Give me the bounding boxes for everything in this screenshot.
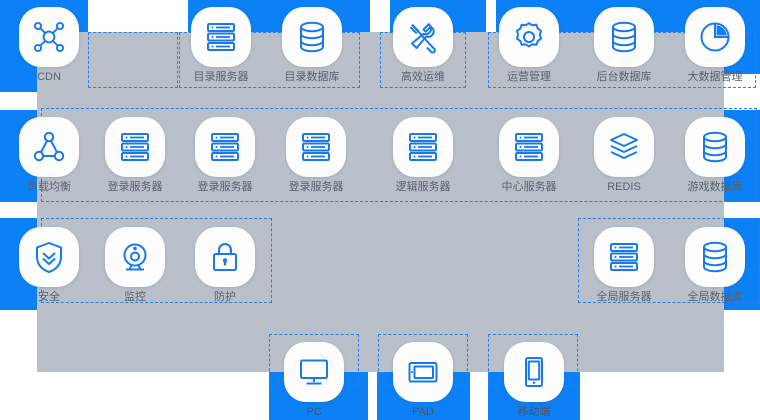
camera-monitor-icon bbox=[105, 227, 165, 287]
node-label: 安全 bbox=[38, 291, 60, 303]
server-rack-icon bbox=[286, 117, 346, 177]
node-client-pad[interactable]: PAD bbox=[388, 342, 458, 419]
desktop-monitor-icon bbox=[284, 342, 344, 402]
node-logic-server[interactable]: 逻辑服务器 bbox=[388, 117, 458, 194]
node-label: 登录服务器 bbox=[197, 181, 253, 193]
node-label: 运营管理 bbox=[507, 71, 551, 83]
node-redis[interactable]: REDIS bbox=[589, 117, 659, 194]
node-label: 目录服务器 bbox=[193, 71, 249, 83]
node-directory-server[interactable]: 目录服务器 bbox=[186, 7, 256, 84]
smartphone-icon bbox=[504, 342, 564, 402]
node-global-server[interactable]: 全局服务器 bbox=[589, 227, 659, 304]
server-rack-icon bbox=[393, 117, 453, 177]
node-client-mobile[interactable]: 移动端 bbox=[499, 342, 569, 419]
node-label: 后台数据库 bbox=[596, 71, 652, 83]
node-label: REDIS bbox=[607, 181, 641, 193]
tools-wrench-screwdriver-icon bbox=[393, 7, 453, 67]
node-monitoring[interactable]: 监控 bbox=[100, 227, 170, 304]
node-directory-database[interactable]: 目录数据库 bbox=[277, 7, 347, 84]
node-login-server-2[interactable]: 登录服务器 bbox=[190, 117, 260, 194]
node-global-database[interactable]: 全局数据库 bbox=[680, 227, 750, 304]
node-center-server[interactable]: 中心服务器 bbox=[494, 117, 564, 194]
pie-chart-icon bbox=[685, 7, 745, 67]
tablet-landscape-icon bbox=[393, 342, 453, 402]
database-icon bbox=[282, 7, 342, 67]
group-box-directory bbox=[179, 32, 360, 88]
node-efficient-ops[interactable]: 高效运维 bbox=[388, 7, 458, 84]
server-rack-icon bbox=[191, 7, 251, 67]
node-security[interactable]: 安全 bbox=[14, 227, 84, 304]
node-label: 负载均衡 bbox=[27, 181, 71, 193]
node-label: 游戏数据库 bbox=[687, 181, 743, 193]
node-label: 登录服务器 bbox=[288, 181, 344, 193]
server-rack-icon bbox=[499, 117, 559, 177]
node-label: 高效运维 bbox=[401, 71, 445, 83]
database-icon bbox=[594, 7, 654, 67]
node-label: 逻辑服务器 bbox=[395, 181, 451, 193]
node-label: 全局服务器 bbox=[596, 291, 652, 303]
node-login-server-1[interactable]: 登录服务器 bbox=[100, 117, 170, 194]
node-label: 监控 bbox=[124, 291, 146, 303]
lock-icon bbox=[195, 227, 255, 287]
cdn-network-icon bbox=[19, 7, 79, 67]
shield-icon bbox=[19, 227, 79, 287]
node-label: 全局数据库 bbox=[687, 291, 743, 303]
node-client-pc[interactable]: PC bbox=[279, 342, 349, 419]
gear-settings-icon bbox=[499, 7, 559, 67]
node-operations-management[interactable]: 运营管理 bbox=[494, 7, 564, 84]
node-label: 移动端 bbox=[517, 406, 551, 418]
node-protection[interactable]: 防护 bbox=[190, 227, 260, 304]
database-icon bbox=[685, 117, 745, 177]
node-label: PC bbox=[306, 406, 322, 418]
server-rack-icon bbox=[594, 227, 654, 287]
node-bigdata-management[interactable]: 大数据管理 bbox=[680, 7, 750, 84]
node-label: 登录服务器 bbox=[107, 181, 163, 193]
layers-stack-icon bbox=[594, 117, 654, 177]
node-label: 大数据管理 bbox=[687, 71, 743, 83]
node-login-server-3[interactable]: 登录服务器 bbox=[281, 117, 351, 194]
database-icon bbox=[685, 227, 745, 287]
node-label: 目录数据库 bbox=[284, 71, 340, 83]
node-label: 防护 bbox=[214, 291, 236, 303]
node-load-balancer[interactable]: 负载均衡 bbox=[14, 117, 84, 194]
platform-backdrop-panel bbox=[37, 32, 724, 372]
load-balance-icon bbox=[19, 117, 79, 177]
node-backend-database[interactable]: 后台数据库 bbox=[589, 7, 659, 84]
node-label: CDN bbox=[37, 71, 61, 83]
node-game-database[interactable]: 游戏数据库 bbox=[680, 117, 750, 194]
node-cdn[interactable]: CDN bbox=[14, 7, 84, 84]
node-label: PAD bbox=[412, 406, 434, 418]
server-rack-icon bbox=[195, 117, 255, 177]
node-label: 中心服务器 bbox=[501, 181, 557, 193]
server-rack-icon bbox=[105, 117, 165, 177]
group-box-cdn bbox=[88, 32, 178, 88]
